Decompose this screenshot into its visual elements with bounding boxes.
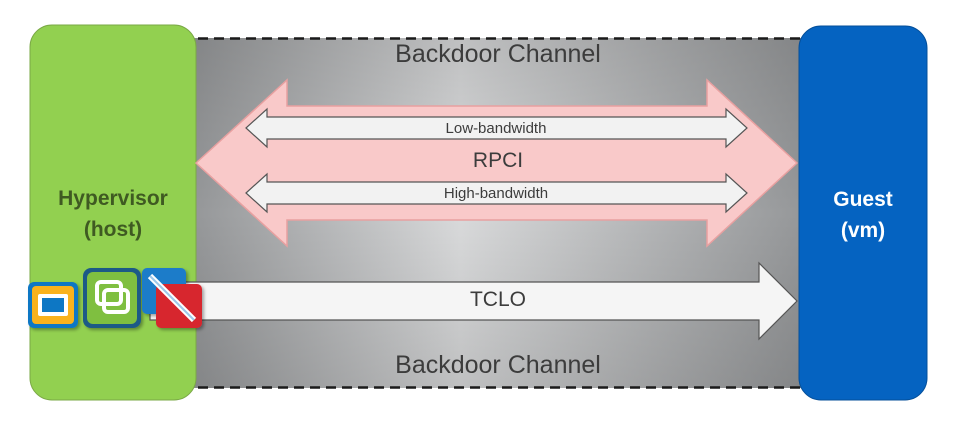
backdoor-channel-top-label: Backdoor Channel	[395, 40, 601, 68]
low-bandwidth-label: Low-bandwidth	[445, 120, 547, 137]
vmware-workstation-icon	[28, 282, 78, 328]
guest-label-line2: (vm)	[840, 219, 886, 242]
rpci-label: RPCI	[472, 149, 524, 172]
high-bandwidth-arrow	[245, 172, 748, 214]
high-bandwidth-label: High-bandwidth	[443, 185, 549, 202]
vmware-vsphere-icon	[83, 268, 141, 328]
tclo-label: TCLO	[469, 288, 526, 311]
tclo-arrow	[149, 261, 798, 341]
guest-label-line1: Guest	[833, 188, 893, 211]
backdoor-channel-bottom-label: Backdoor Channel	[395, 351, 601, 379]
hypervisor-label-line2: (host)	[83, 218, 143, 241]
hypervisor-host-label: Hypervisor (host)	[30, 183, 196, 245]
vmware-fusion-icon	[142, 268, 202, 328]
hypervisor-label-line1: Hypervisor	[58, 187, 168, 210]
low-bandwidth-arrow	[245, 107, 748, 149]
guest-vm-box	[798, 25, 928, 401]
guest-vm-label: Guest (vm)	[799, 184, 927, 246]
